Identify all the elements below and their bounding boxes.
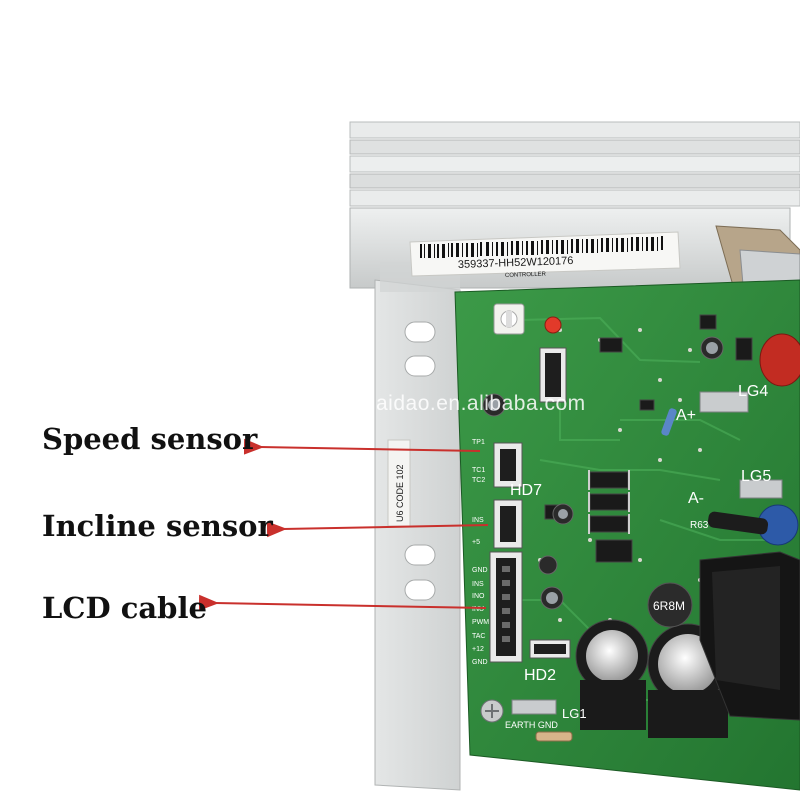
connector-incline (493, 499, 523, 549)
watermark: szmaidao.en.alibaba.com (336, 392, 586, 415)
pin-label: INS (472, 517, 484, 524)
trim-potentiometer (493, 303, 525, 335)
silk-earth-gnd: EARTH GND (505, 720, 558, 730)
inductor: 6R8M (647, 582, 693, 628)
silk-hd2: HD2 (524, 667, 556, 684)
small-capacitors (482, 336, 724, 610)
pin-label: INS (472, 581, 484, 588)
connector-lcd (489, 551, 523, 663)
speed-sensor-arrow (243, 438, 481, 455)
silk-r63: R63 (690, 520, 709, 531)
barcode-sticker: 359337-HH52W120176 CONTROLLER (409, 231, 681, 279)
speed-sensor-label: Speed sensor (42, 422, 258, 456)
spade-terminals (511, 391, 783, 715)
connector-3pin (539, 347, 567, 403)
sticker-subtitle: CONTROLLER (505, 272, 547, 279)
silk-lg4: LG4 (738, 383, 768, 400)
pin-label: INU (472, 606, 484, 613)
silk-lg1: LG1 (562, 706, 587, 721)
led-icon (544, 316, 562, 334)
lcd-cable-arrow (198, 594, 487, 611)
red-component (759, 333, 800, 387)
connector-tach (493, 442, 523, 488)
silk-a-plus: A+ (676, 407, 696, 424)
pin-label: +12 (472, 646, 484, 653)
silk-a-minus: A- (688, 490, 704, 507)
diode (707, 511, 769, 535)
pin-label: TC2 (472, 477, 485, 484)
resistors (535, 408, 677, 742)
lcd-cable-label: LCD cable (42, 591, 207, 625)
connector-hd2 (529, 639, 571, 659)
silk-hd7: HD7 (510, 482, 542, 499)
callout-arrows (198, 438, 489, 611)
pin-label: GND (472, 659, 488, 666)
inductor-label: 6R8M (653, 599, 685, 613)
pcb: 6R8M HD7 (454, 279, 800, 791)
side-label: U6 CODE 102 (387, 439, 411, 527)
pin-label: TP1 (472, 439, 485, 446)
sticker-code: 359337-HH52W120176 (458, 255, 574, 271)
incline-sensor-arrow (266, 521, 489, 538)
pin-label: +5 (472, 539, 480, 546)
pin-label: TAC (472, 633, 485, 640)
silk-lg5: LG5 (741, 468, 771, 485)
side-label-text: U6 CODE 102 (395, 464, 405, 522)
pin-label: PWM (472, 619, 489, 626)
pin-label: GND (472, 567, 488, 574)
pin-label: TC1 (472, 467, 485, 474)
pin-label: INO (472, 593, 485, 600)
barcode-icon (420, 236, 663, 258)
incline-sensor-label: Incline sensor (42, 509, 273, 543)
